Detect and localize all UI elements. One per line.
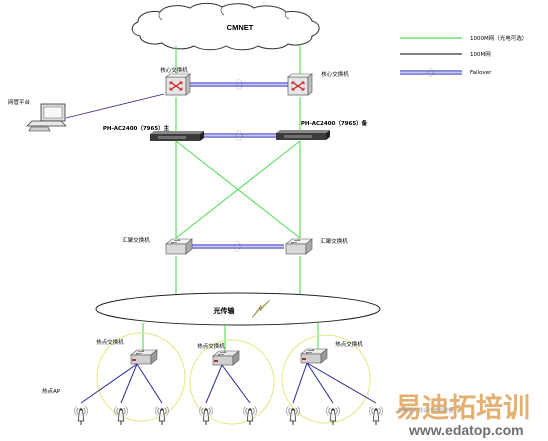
watermark-title: 易迪拓培训 (395, 393, 530, 424)
agg-switch-left-label: 汇聚交换机 (122, 236, 150, 244)
hotspot-coverage-rings (96, 332, 371, 425)
legend-green-label: 1000M网（光电可选） (470, 34, 527, 42)
agg-switch-right-label: 汇聚交换机 (320, 237, 348, 245)
mgmt-label: 网管平台 (8, 98, 31, 106)
hotspot-switch-right-label: 热点交换机 (335, 340, 363, 348)
agg-to-ring-links (175, 256, 301, 296)
legend-failover-label: Failover (470, 70, 492, 76)
core-switch-right (287, 73, 313, 96)
ring-to-hotspot-links (142, 323, 319, 352)
hotspot-switch-left (130, 349, 158, 365)
ac-primary-label: PH-AC2400（7965）主 (103, 124, 170, 132)
transport-ring (95, 292, 381, 326)
ac-controller-primary (150, 131, 204, 141)
hotspot-switch-right (300, 348, 328, 364)
hotspot-switch-mid (212, 350, 240, 366)
cloud-uplink-links (175, 46, 301, 74)
ap-4 (198, 406, 214, 426)
core-switch-left (165, 73, 191, 96)
agg-failover-link (192, 241, 284, 252)
agg-switch-left (165, 238, 193, 255)
ac-backup-label: PH-AC2400（7965）备 (301, 119, 368, 127)
ap-6 (285, 406, 301, 426)
ap-1 (73, 406, 89, 426)
watermark-subtitle: 射频和天线设计培训课程 (398, 407, 453, 414)
core-failover-link (190, 79, 288, 90)
ac-failover-link (204, 130, 276, 141)
hotspot-switch-mid-label: 热点交换机 (197, 342, 225, 350)
mgmt-link (65, 93, 165, 119)
cmnet-cloud (131, 2, 320, 51)
ac-to-agg-links (175, 140, 301, 239)
ap-8 (368, 406, 384, 426)
legend: 1000M网（光电可选） 100M网 Failover (400, 34, 527, 77)
core-switch-right-label: 核心交换机 (321, 70, 349, 78)
ap-7 (325, 406, 341, 426)
hotspot-switch-left-label: 热点交换机 (96, 338, 124, 346)
ap-links (80, 362, 377, 404)
agg-switch-right (285, 238, 313, 255)
ac-controller-backup (276, 130, 330, 140)
ap-2 (113, 406, 129, 426)
cloud-label: CMNET (227, 23, 254, 32)
hotspot-ap-label: 热点AP (42, 387, 61, 395)
mgmt-computer-icon (26, 103, 67, 132)
watermark: 易迪拓培训 射频和天线设计培训课程 www.edatop.com (395, 393, 530, 438)
lightning-icon (251, 299, 271, 319)
transport-label: 光传输 (213, 306, 236, 315)
watermark-url: www.edatop.com (408, 422, 524, 438)
ap-3 (154, 406, 170, 426)
core-switch-left-label: 核心交换机 (160, 66, 188, 74)
legend-black-label: 100M网 (470, 51, 491, 58)
core-to-ac-links (175, 97, 301, 132)
